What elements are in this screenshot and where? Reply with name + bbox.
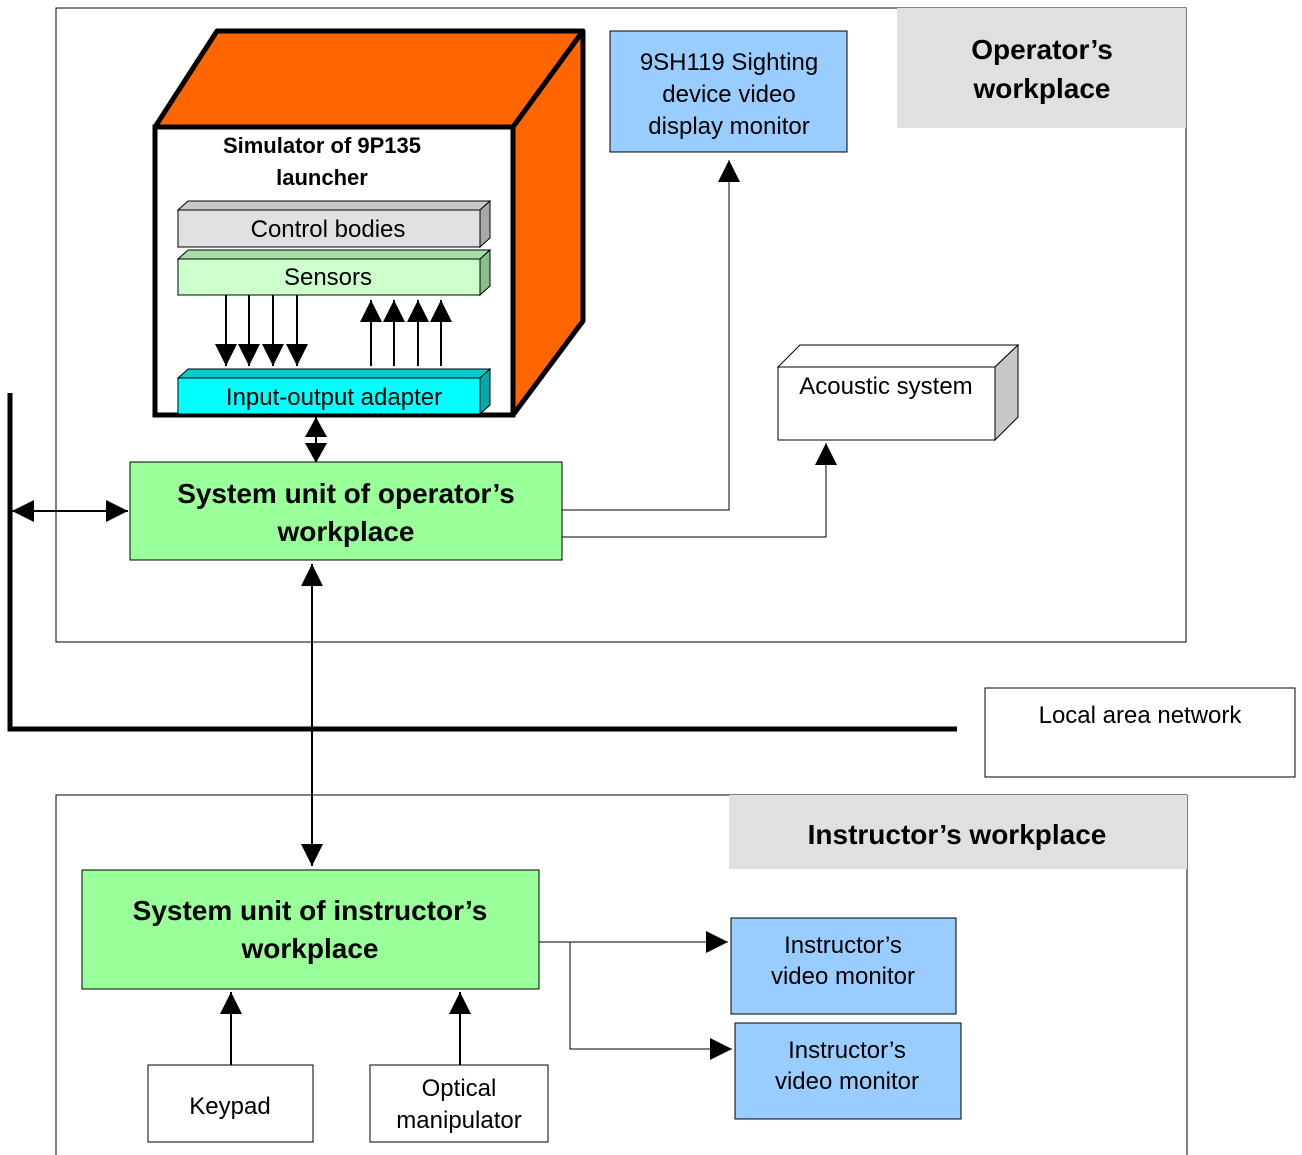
keypad-box	[147, 1064, 314, 1143]
lan-label: Local area network	[1039, 702, 1243, 729]
optical-manipulator-line1: Optical	[422, 1075, 497, 1102]
instructor-system-unit-line1: System unit of instructor’s	[133, 895, 488, 926]
io-adapter-layer-top	[176, 368, 492, 379]
operator-workplace-title-line1: Operator’s	[971, 34, 1113, 65]
sighting-monitor-line1: 9SH119 Sighting	[640, 49, 818, 76]
sighting-monitor-line3: display monitor	[648, 113, 809, 140]
instructor-workplace-label-bg	[729, 795, 1187, 869]
operator-workplace-title-line2: workplace	[973, 73, 1111, 104]
sensors-layer-top	[176, 249, 492, 260]
control-bodies-label: Control bodies	[251, 216, 406, 243]
lan-bus	[7, 393, 957, 732]
simulator-title-line2: launcher	[276, 165, 368, 190]
instructor-monitor-1	[730, 917, 957, 1015]
keypad-label: Keypad	[189, 1093, 270, 1120]
sensors-label: Sensors	[284, 264, 372, 291]
optical-manipulator-box	[369, 1064, 549, 1143]
instructor-monitor-2-line2: video monitor	[775, 1068, 919, 1095]
operator-system-unit	[129, 461, 563, 561]
instructor-workplace-title: Instructor’s workplace	[808, 819, 1107, 850]
sensor-to-adapter-arrows	[215, 295, 308, 366]
adapter-link-arrow-up	[305, 417, 327, 437]
instructor-monitor-1-line2: video monitor	[771, 963, 915, 990]
link-to-sighting-monitor	[562, 160, 740, 511]
sighting-monitor-box	[609, 30, 848, 153]
sighting-monitor-line2: device video	[662, 81, 795, 108]
adapter-link-arrow-down	[305, 443, 327, 463]
instructor-monitor-2-line1: Instructor’s	[788, 1037, 906, 1064]
control-bodies-layer-top	[176, 200, 492, 211]
instructor-monitor-2	[734, 1022, 962, 1120]
simulator-title-line1: Simulator of 9P135	[223, 133, 421, 158]
link-to-instructor-monitor-2	[569, 942, 732, 1060]
io-adapter-layer	[177, 377, 481, 415]
sensors-layer	[177, 258, 481, 296]
acoustic-system-label: Acoustic system	[799, 373, 972, 400]
io-adapter-label: Input-output adapter	[226, 384, 442, 411]
instructor-monitor-1-line1: Instructor’s	[784, 932, 902, 959]
link-to-acoustic-system	[562, 443, 837, 538]
operator-system-unit-line1: System unit of operator’s	[177, 478, 515, 509]
instructor-system-unit	[81, 869, 540, 990]
operator-system-unit-line2: workplace	[277, 516, 415, 547]
instructor-system-unit-line2: workplace	[241, 933, 379, 964]
simulator-box-top	[152, 28, 586, 130]
operator-workplace-label-bg	[897, 8, 1186, 128]
adapter-to-sensor-arrows	[360, 300, 452, 366]
acoustic-box-front	[777, 366, 996, 441]
lan-label-box	[984, 687, 1296, 778]
optical-manipulator-line2: manipulator	[396, 1107, 521, 1134]
control-bodies-layer	[177, 209, 481, 248]
acoustic-box-top	[776, 344, 1020, 368]
